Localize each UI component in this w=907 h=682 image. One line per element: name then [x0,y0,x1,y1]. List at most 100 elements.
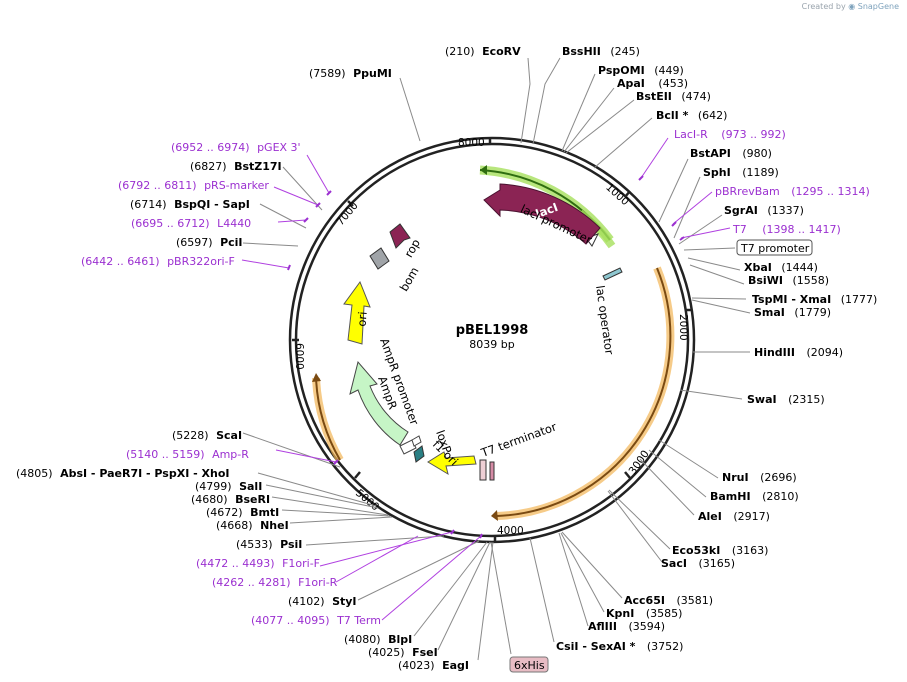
primer-pbr322ori-f: (6442 .. 6461) pBR322ori-F [81,255,235,268]
lead-tspmi [691,297,747,300]
lead-pcii [242,242,299,247]
lead-kpni [560,532,605,613]
tick-2000: 2000 [677,314,689,341]
mark-t7-term [479,533,483,539]
lead-f1ori-f [319,531,453,567]
primer-f1ori-r: (4262 .. 4281) F1ori-R [212,576,338,589]
tick-7000: 7000 [334,200,360,228]
site-kpni: KpnI (3585) [606,607,682,620]
lead-ecorv [520,57,531,144]
site-bamhi: BamHI (2810) [710,490,799,503]
site-blpi: (4080) BlpI [344,633,412,646]
site-hindiii: HindIII (2094) [754,346,843,359]
site-ecorv: (210) EcoRV [445,45,521,58]
site-alei: AleI (2917) [698,510,770,523]
credit-brand: SnapGene [857,2,899,11]
lead-pgex3 [306,154,330,194]
t7-terminator-label: T7 terminator [478,420,558,461]
mark-pgex3 [326,190,332,196]
lead-smai [691,299,751,314]
t7-promoter-label: T7 promoter [740,242,810,255]
primer-pgex3: (6952 .. 6974) pGEX 3' [171,141,301,154]
site-bsiwi: BsiWI (1558) [748,274,829,287]
snapgene-credit: Created by ◉ SnapGene [802,2,899,11]
snapgene-logo-icon: ◉ [848,2,856,11]
lead-xhoi [257,472,377,507]
site-absi-xhoi: (4805) AbsI - PaeR7I - PspXI - XhoI [16,467,229,480]
site-sgrai: SgrAI (1337) [724,204,804,217]
mark-pbrrevbam [671,221,677,227]
tick-5000-mark [354,471,361,479]
tick-8000: 8000 [458,137,485,149]
site-pcii: (6597) PciI [176,236,243,249]
tick-7000-mark [347,200,354,207]
f1-ori-arrow [427,451,477,476]
site-nrui: NruI (2696) [722,471,797,484]
lead-acc65i [561,531,623,599]
mark-amp-r [333,459,339,465]
laci-arrow [483,183,601,245]
site-ppumi: (7589) PpuMI [309,67,392,80]
lead-bsshii [532,57,561,145]
lead-pbrrevbam [672,191,713,225]
f1-marker-box [413,445,425,463]
lead-psii [305,535,445,546]
lead-bamhi [648,449,707,498]
site-bspqi-sapi: (6714) BspQI - SapI [130,198,250,211]
site-eagi: (4023) EagI [398,659,469,672]
mark-l4440 [303,217,309,223]
tick-1000-mark [624,190,631,198]
primer-t7-term: (4077 .. 4095) T7 Term [251,614,381,627]
lead-eagi [477,541,494,661]
lead-xbai [687,257,741,271]
orange-arc-right-glow [496,266,675,520]
lead-swai [679,389,743,400]
lead-6xhis [490,541,512,655]
site-fsei: (4025) FseI [368,646,438,659]
t7-promoter-callout: T7 promoter [736,239,813,256]
lead-bstapi [658,158,689,223]
lead-pspomi [561,73,596,152]
site-bseri: (4680) BseRI [191,493,270,506]
lead-bmti [281,509,391,517]
primer-t7: T7 (1398 .. 1417) [732,223,841,236]
orange-arc-right-arrow-icon [491,510,498,521]
mark-pbr322ori-f [287,264,291,271]
lead-blpi [413,541,488,637]
site-psii: (4533) PsiI [236,538,302,551]
lead-t7-promoter [683,247,736,251]
loxp-box [411,435,422,447]
lead-prs-marker [273,186,319,206]
lead-fsei [437,541,491,651]
primer-marks [287,175,685,539]
lead-l4440 [277,219,307,223]
lead-sapi [259,203,307,229]
his-tag-box [509,656,549,673]
lead-ppumi [399,77,421,142]
lead-bcli [593,117,653,169]
lead-bstz17i [282,166,323,211]
site-bsteii: BstEII (474) [636,90,711,103]
lead-apai [563,87,615,153]
laci-promoter-arrow-icon [480,165,487,175]
site-tspmi-xmai: TspMI - XmaI (1777) [752,293,877,306]
lead-afliii [558,532,589,627]
primer-prs-marker: (6792 .. 6811) pRS-marker [118,179,269,192]
lead-amp-r [275,449,337,463]
sites-right: (210) EcoRV BssHII (245) PspOMI (449) Ap… [445,45,877,653]
lac-operator-box [602,267,623,281]
primer-pbrrevbam: pBRrevBam (1295 .. 1314) [715,185,870,198]
site-bcli: BclI * (642) [656,109,727,122]
site-xbai: XbaI (1444) [744,261,818,274]
site-bmti: (4672) BmtI [206,506,279,519]
lead-bsteii [565,99,635,154]
site-acc65i: Acc65I (3581) [624,594,713,607]
orange-arc-right [496,267,672,517]
lead-nrui [658,439,719,479]
ori-label: ori [354,311,369,327]
mark-t7 [679,236,685,241]
lead-sgrai [678,214,723,245]
site-sphi: SphI (1189) [703,166,779,179]
